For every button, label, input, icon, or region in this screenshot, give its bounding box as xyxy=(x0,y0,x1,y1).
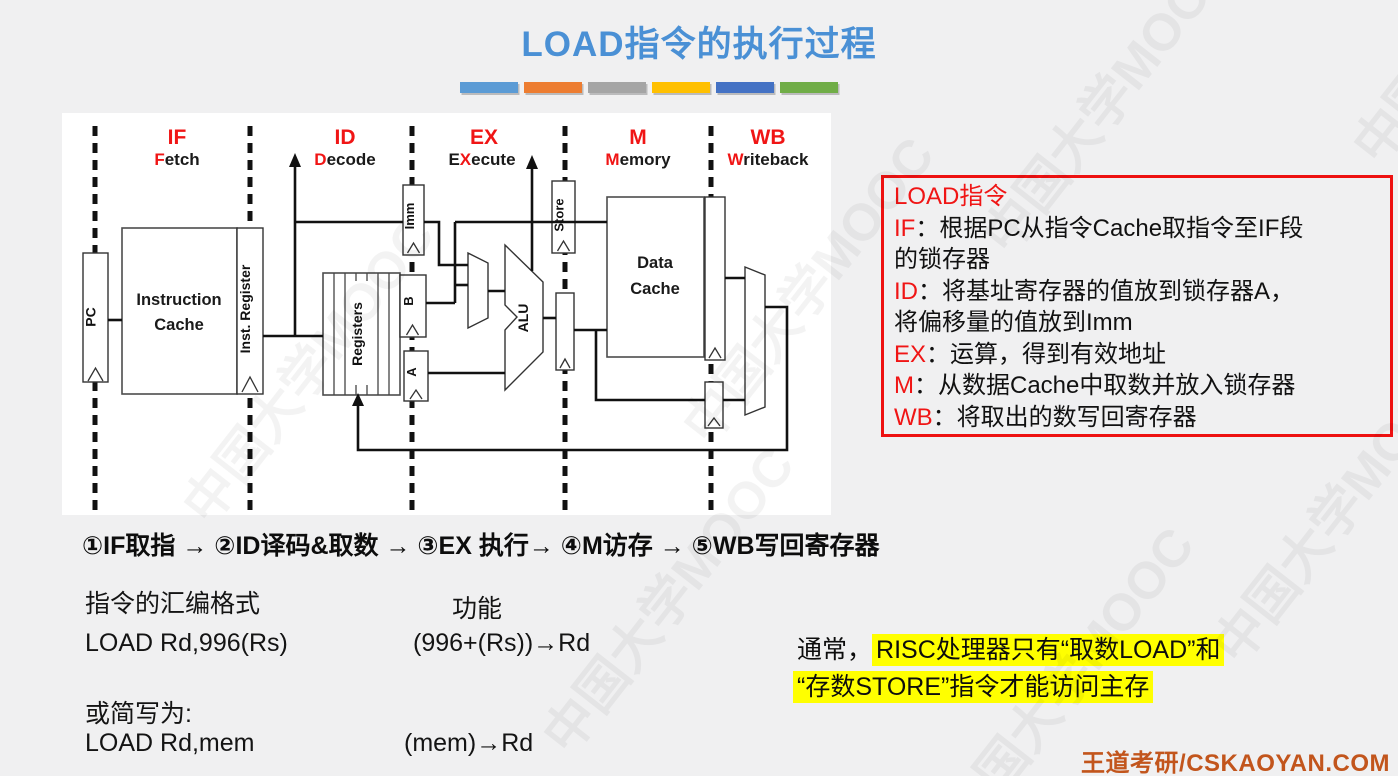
inst-register-label: Inst. Register xyxy=(237,264,253,353)
title-divider-bars xyxy=(460,82,838,93)
infobox-line: 将偏移量的值放到Imm xyxy=(894,309,1133,336)
clock-chevron-icon xyxy=(406,241,421,254)
assembly-row1-function: (996+(Rs))→Rd xyxy=(413,629,591,657)
arrow-up-icon xyxy=(526,155,538,169)
inst-register-latch xyxy=(236,227,264,395)
store-latch xyxy=(551,180,576,254)
clock-chevron-icon xyxy=(707,416,721,427)
instruction-cache-label-2: Cache xyxy=(154,316,204,334)
infobox-line: LOAD指令 xyxy=(894,183,1008,210)
stage-abbr-if: IF xyxy=(168,126,187,149)
stage-abbr-m: M xyxy=(629,126,647,149)
imm-label: Imm xyxy=(402,203,417,230)
data-cache-label-2: Cache xyxy=(630,280,680,298)
divider-bar xyxy=(588,82,646,93)
stage-word-memory: Memory xyxy=(605,150,671,169)
data-cache-label-1: Data xyxy=(637,254,674,272)
stage-word-decode: Decode xyxy=(314,150,375,169)
registers-label-backing xyxy=(353,281,370,385)
clock-chevrons xyxy=(87,239,722,427)
infobox-line: 的锁存器 xyxy=(894,246,990,273)
pipeline-steps-line: ①IF取指 → ②ID译码&取数 → ③EX 执行→ ④M访存 → ⑤WB写回寄… xyxy=(82,532,880,560)
divider-bar xyxy=(652,82,710,93)
infobox-line: EX：运算，得到有效地址 xyxy=(894,340,1167,368)
stage-labels: IF Fetch ID Decode EX EXecute M Memory W… xyxy=(154,126,809,169)
pc-latch xyxy=(82,252,109,383)
infobox-line: ID：将基址寄存器的值放到锁存器A， xyxy=(894,277,1295,305)
alu-label: ALU xyxy=(515,304,531,333)
pc-label: PC xyxy=(83,307,99,326)
wire-imm-to-mux xyxy=(424,220,468,267)
risc-note-line1: 通常，RISC处理器只有“取数LOAD”和 xyxy=(797,630,1225,666)
arrow-up-icon xyxy=(289,153,301,167)
a-label: A xyxy=(404,367,419,377)
infobox-line: IF：根据PC从指令Cache取指令至IF段 xyxy=(894,214,1304,242)
divider-bar xyxy=(460,82,518,93)
instruction-cache-label-1: Instruction xyxy=(136,291,221,309)
abbreviation-label: 或简写为: xyxy=(85,700,192,728)
risc-note-line2: “存数STORE”指令才能访问主存 xyxy=(793,667,1154,703)
wire-addr-bypass xyxy=(594,330,705,402)
imm-latch xyxy=(402,184,425,256)
assembly-row1-format: LOAD Rd,996(Rs) xyxy=(85,629,288,657)
function-header: 功能 xyxy=(452,595,503,623)
highlighted-text: RISC处理器只有“取数LOAD”和 xyxy=(872,634,1225,666)
clock-chevron-icon xyxy=(409,388,423,400)
stage-abbr-ex: EX xyxy=(470,126,498,149)
page-title: LOAD指令的执行过程 xyxy=(521,25,877,64)
infobox-line: M：从数据Cache中取数并放入锁存器 xyxy=(894,372,1296,399)
wires xyxy=(108,165,789,452)
m-wb-addr-latch xyxy=(704,381,724,429)
divider-bar xyxy=(524,82,582,93)
assembly-format-header: 指令的汇编格式 xyxy=(85,590,261,618)
alu-input-mux xyxy=(467,251,489,330)
clock-chevron-icon xyxy=(241,375,259,393)
diagram-panel: IF Fetch ID Decode EX EXecute M Memory W… xyxy=(62,113,831,515)
registers-label: Registers xyxy=(349,302,365,366)
clock-chevron-icon xyxy=(559,357,571,369)
instruction-cache-box xyxy=(121,227,238,395)
clock-chevron-icon xyxy=(708,346,722,359)
b-label: B xyxy=(401,296,416,305)
assembly-row2-function: (mem)→Rd xyxy=(404,729,534,757)
ex-m-latch xyxy=(555,292,575,371)
clock-chevron-icon xyxy=(405,323,420,336)
highlighted-text: “存数STORE”指令才能访问主存 xyxy=(793,671,1154,703)
alu-shape xyxy=(504,243,544,392)
infobox-line: WB：将取出的数写回寄存器 xyxy=(894,403,1197,431)
clock-chevron-icon xyxy=(87,366,104,382)
arrowheads xyxy=(289,153,538,406)
wire-writeback-feedback xyxy=(356,305,789,452)
component-labels: PC Instruction Cache Inst. Register Regi… xyxy=(83,198,680,376)
store-label: Store xyxy=(552,198,567,231)
components xyxy=(82,180,766,429)
writeback-mux xyxy=(744,265,766,417)
load-instruction-infobox: LOAD指令 IF：根据PC从指令Cache取指令至IF段 的锁存器 ID：将基… xyxy=(881,175,1393,437)
assembly-row2-format: LOAD Rd,mem xyxy=(85,729,255,757)
divider-bar xyxy=(780,82,838,93)
divider-bar xyxy=(716,82,774,93)
stage-word-writeback: Writeback xyxy=(728,150,809,169)
footer-brand: 王道考研/CSKAOYAN.COM xyxy=(1081,750,1390,776)
stage-abbr-id: ID xyxy=(335,126,356,149)
clock-chevron-icon xyxy=(556,239,571,252)
stage-abbr-wb: WB xyxy=(751,126,786,149)
pipeline-diagram: IF Fetch ID Decode EX EXecute M Memory W… xyxy=(82,126,809,512)
data-cache-box xyxy=(606,196,705,358)
arrow-up-icon xyxy=(352,393,364,406)
stage-word-execute: EXecute xyxy=(448,150,515,169)
m-wb-data-latch xyxy=(704,196,726,361)
stage-word-fetch: Fetch xyxy=(154,150,199,169)
